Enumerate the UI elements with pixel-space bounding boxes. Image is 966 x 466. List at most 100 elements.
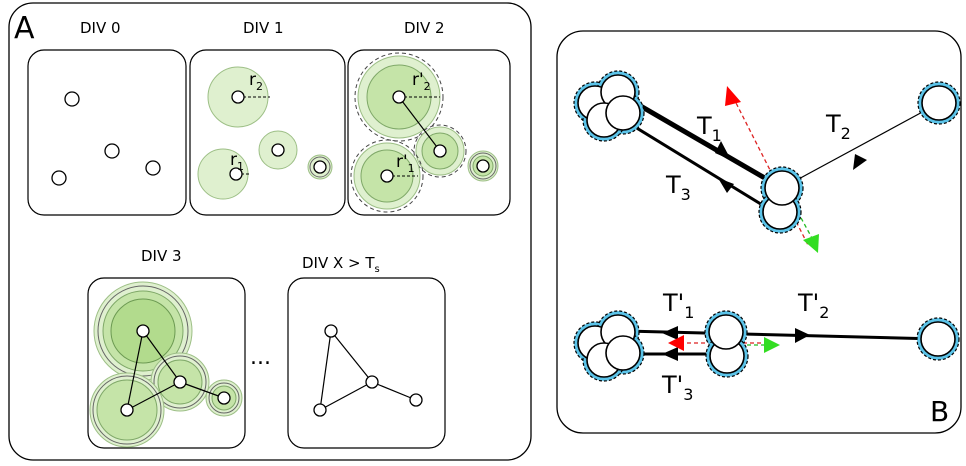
red-arrow-lower [668, 335, 684, 351]
green-arrow-lower [764, 337, 780, 353]
label-t2-prime: T'2 [797, 289, 829, 322]
label-t3-prime-sub: 3 [683, 385, 693, 404]
label-t1-main: T [696, 112, 712, 140]
green-arrow [803, 234, 819, 253]
label-t2-prime-main: T' [797, 289, 819, 317]
panel-b-label: B [930, 395, 949, 428]
div3-node-4 [217, 391, 231, 405]
label-t1-prime-sub: 1 [684, 303, 694, 322]
div3-edge-3 [126, 381, 181, 411]
div3-edge-2 [126, 330, 144, 411]
divx-edge-4 [371, 381, 417, 401]
div1-r1-sub: 1 [237, 160, 244, 173]
label-t3-main: T [665, 171, 681, 199]
div2-r2-sub: 2 [424, 80, 431, 93]
label-t1: T1 [696, 112, 722, 145]
div2-ring-4 [469, 152, 497, 180]
label-t1-prime: T'1 [662, 289, 694, 322]
div3-edges [126, 330, 225, 411]
edge-t2 [781, 102, 940, 189]
div1-node-3 [229, 167, 243, 181]
arrow-t2 [853, 154, 867, 170]
div1-r2-sub: 2 [256, 80, 263, 93]
divx-title: DIV X > Ts [302, 254, 380, 275]
divx-node-2 [365, 375, 379, 389]
div3-ring-1 [97, 285, 189, 377]
div2-r2-main: r' [412, 70, 424, 90]
cluster-lower-left [573, 310, 645, 382]
label-t2-prime-sub: 2 [819, 303, 829, 322]
div2-r1-label: r'1 [396, 152, 415, 175]
label-t3: T3 [665, 171, 691, 204]
div0-node-4 [145, 160, 161, 176]
cluster-lower-middle [704, 310, 749, 378]
div2-dashed-ring-3 [350, 139, 424, 213]
div1-node-4 [313, 160, 327, 174]
div2-dashed-ring-2 [413, 124, 467, 178]
edge-t3 [621, 117, 778, 216]
arrow-t1 [715, 141, 731, 160]
node-lr [920, 321, 956, 357]
panel-a: A DIV 0 DIV 1 r2 r1 DIV 2 [8, 2, 532, 461]
node-um-1 [764, 170, 800, 206]
div0-node-3 [51, 170, 67, 186]
div2-title: DIV 2 [404, 19, 445, 37]
node-ul-3 [605, 95, 641, 131]
node-ur [921, 85, 957, 121]
div2-node-3 [380, 169, 394, 183]
arrow-t1-prime [662, 326, 678, 340]
cluster-upper-middle [758, 166, 804, 234]
div3-edge-1 [142, 330, 181, 383]
divx-edge-2 [319, 330, 332, 411]
div0-node-1 [64, 91, 80, 107]
label-t2-sub: 2 [841, 124, 851, 143]
div1-ring-4 [309, 156, 331, 178]
div3-ring-3 [92, 375, 162, 445]
arrow-t2-prime [795, 328, 810, 343]
edge-t1 [623, 94, 784, 191]
div3-ring-2 [153, 355, 207, 409]
node-lm-1 [708, 314, 744, 350]
div3-edge-4 [179, 381, 225, 399]
div0-title: DIV 0 [80, 19, 121, 37]
div2-node-4 [476, 159, 490, 173]
div3-node-3 [120, 403, 134, 417]
divx-title-main: DIV X > T [302, 254, 375, 272]
div1-r1-label: r1 [230, 150, 244, 173]
divx-node-3 [313, 403, 327, 417]
divx-box [287, 277, 446, 449]
arrow-t3 [718, 178, 734, 193]
label-t2-main: T [825, 110, 841, 138]
div2-r2-label: r'2 [412, 70, 431, 93]
node-ll-3 [605, 335, 641, 371]
label-t1-sub: 1 [712, 126, 722, 145]
div2-edge [398, 96, 441, 152]
divx-edge-1 [330, 330, 373, 383]
div2-node-1 [392, 90, 406, 104]
label-t1-prime-main: T' [662, 289, 684, 317]
div1-title: DIV 1 [243, 19, 284, 37]
div3-ring-4 [208, 382, 240, 414]
divx-edges [319, 330, 417, 411]
div3-node-2 [173, 375, 187, 389]
red-arrow [725, 86, 741, 106]
label-t2: T2 [825, 110, 851, 143]
divx-edge-3 [319, 381, 373, 411]
div3-title: DIV 3 [141, 247, 182, 265]
div3-node-1 [136, 324, 150, 338]
label-t3-prime-main: T' [661, 371, 683, 399]
panel-b: B T1 T2 [556, 30, 962, 434]
divx-node-1 [324, 324, 338, 338]
div2-node-2 [433, 144, 447, 158]
divx-title-sub: s [375, 264, 380, 275]
div1-r2-main: r [249, 70, 256, 90]
div2-r1-main: r' [396, 152, 408, 172]
div1-r2-label: r2 [249, 70, 263, 93]
label-t3-sub: 3 [681, 185, 691, 204]
div1-node-2 [271, 143, 285, 157]
div0-box [27, 49, 187, 216]
div1-node-1 [231, 90, 245, 104]
panel-a-label: A [14, 11, 35, 46]
arrow-t3-prime [662, 347, 678, 361]
